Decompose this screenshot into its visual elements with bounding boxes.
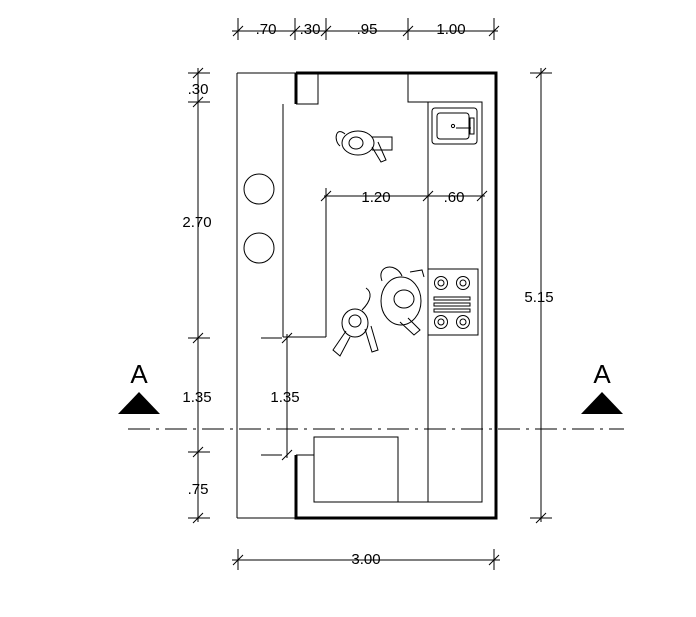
dim-top-4: 1.00	[436, 21, 465, 38]
section-label-left: A	[130, 359, 148, 389]
inner-dimension-vertical: 1.35	[261, 332, 300, 461]
right-dimension: 5.15	[524, 67, 554, 524]
dim-left-2: 2.70	[182, 214, 211, 231]
section-marker-right: A	[581, 359, 623, 414]
stove	[427, 268, 479, 336]
section-label-right: A	[593, 359, 611, 389]
dim-top-3: .95	[357, 21, 378, 38]
bar-stool	[243, 173, 275, 205]
sink	[431, 107, 478, 145]
dim-top-1: .70	[256, 21, 277, 38]
bar-stool	[243, 232, 275, 264]
bar-counter	[282, 104, 326, 338]
top-dimension-chain: .70 .30 .95 1.00	[232, 18, 500, 40]
person-figure	[335, 130, 393, 163]
dim-counter-width: 1.20	[361, 189, 390, 206]
dim-left-4: .75	[188, 481, 209, 498]
section-arrow-left-icon	[118, 392, 160, 414]
dim-left-3: 1.35	[182, 389, 211, 406]
person-figure	[380, 266, 425, 336]
bottom-table	[313, 436, 399, 503]
dim-counter-depth: .60	[444, 189, 465, 206]
section-marker-left: A	[118, 359, 160, 414]
inner-dimension-horizontal: 1.20 .60	[320, 188, 488, 337]
dim-top-2: .30	[300, 21, 321, 38]
section-arrow-right-icon	[581, 392, 623, 414]
dim-left-1: .30	[188, 81, 209, 98]
dim-inner-vertical: 1.35	[270, 389, 299, 406]
person-figure	[332, 287, 379, 357]
left-dimension-chain: .30 2.70 1.35 .75	[182, 67, 212, 524]
dim-bottom: 3.00	[351, 551, 380, 568]
room-walls	[236, 71, 498, 520]
bottom-dimension: 3.00	[232, 549, 500, 570]
dim-right: 5.15	[524, 289, 553, 306]
